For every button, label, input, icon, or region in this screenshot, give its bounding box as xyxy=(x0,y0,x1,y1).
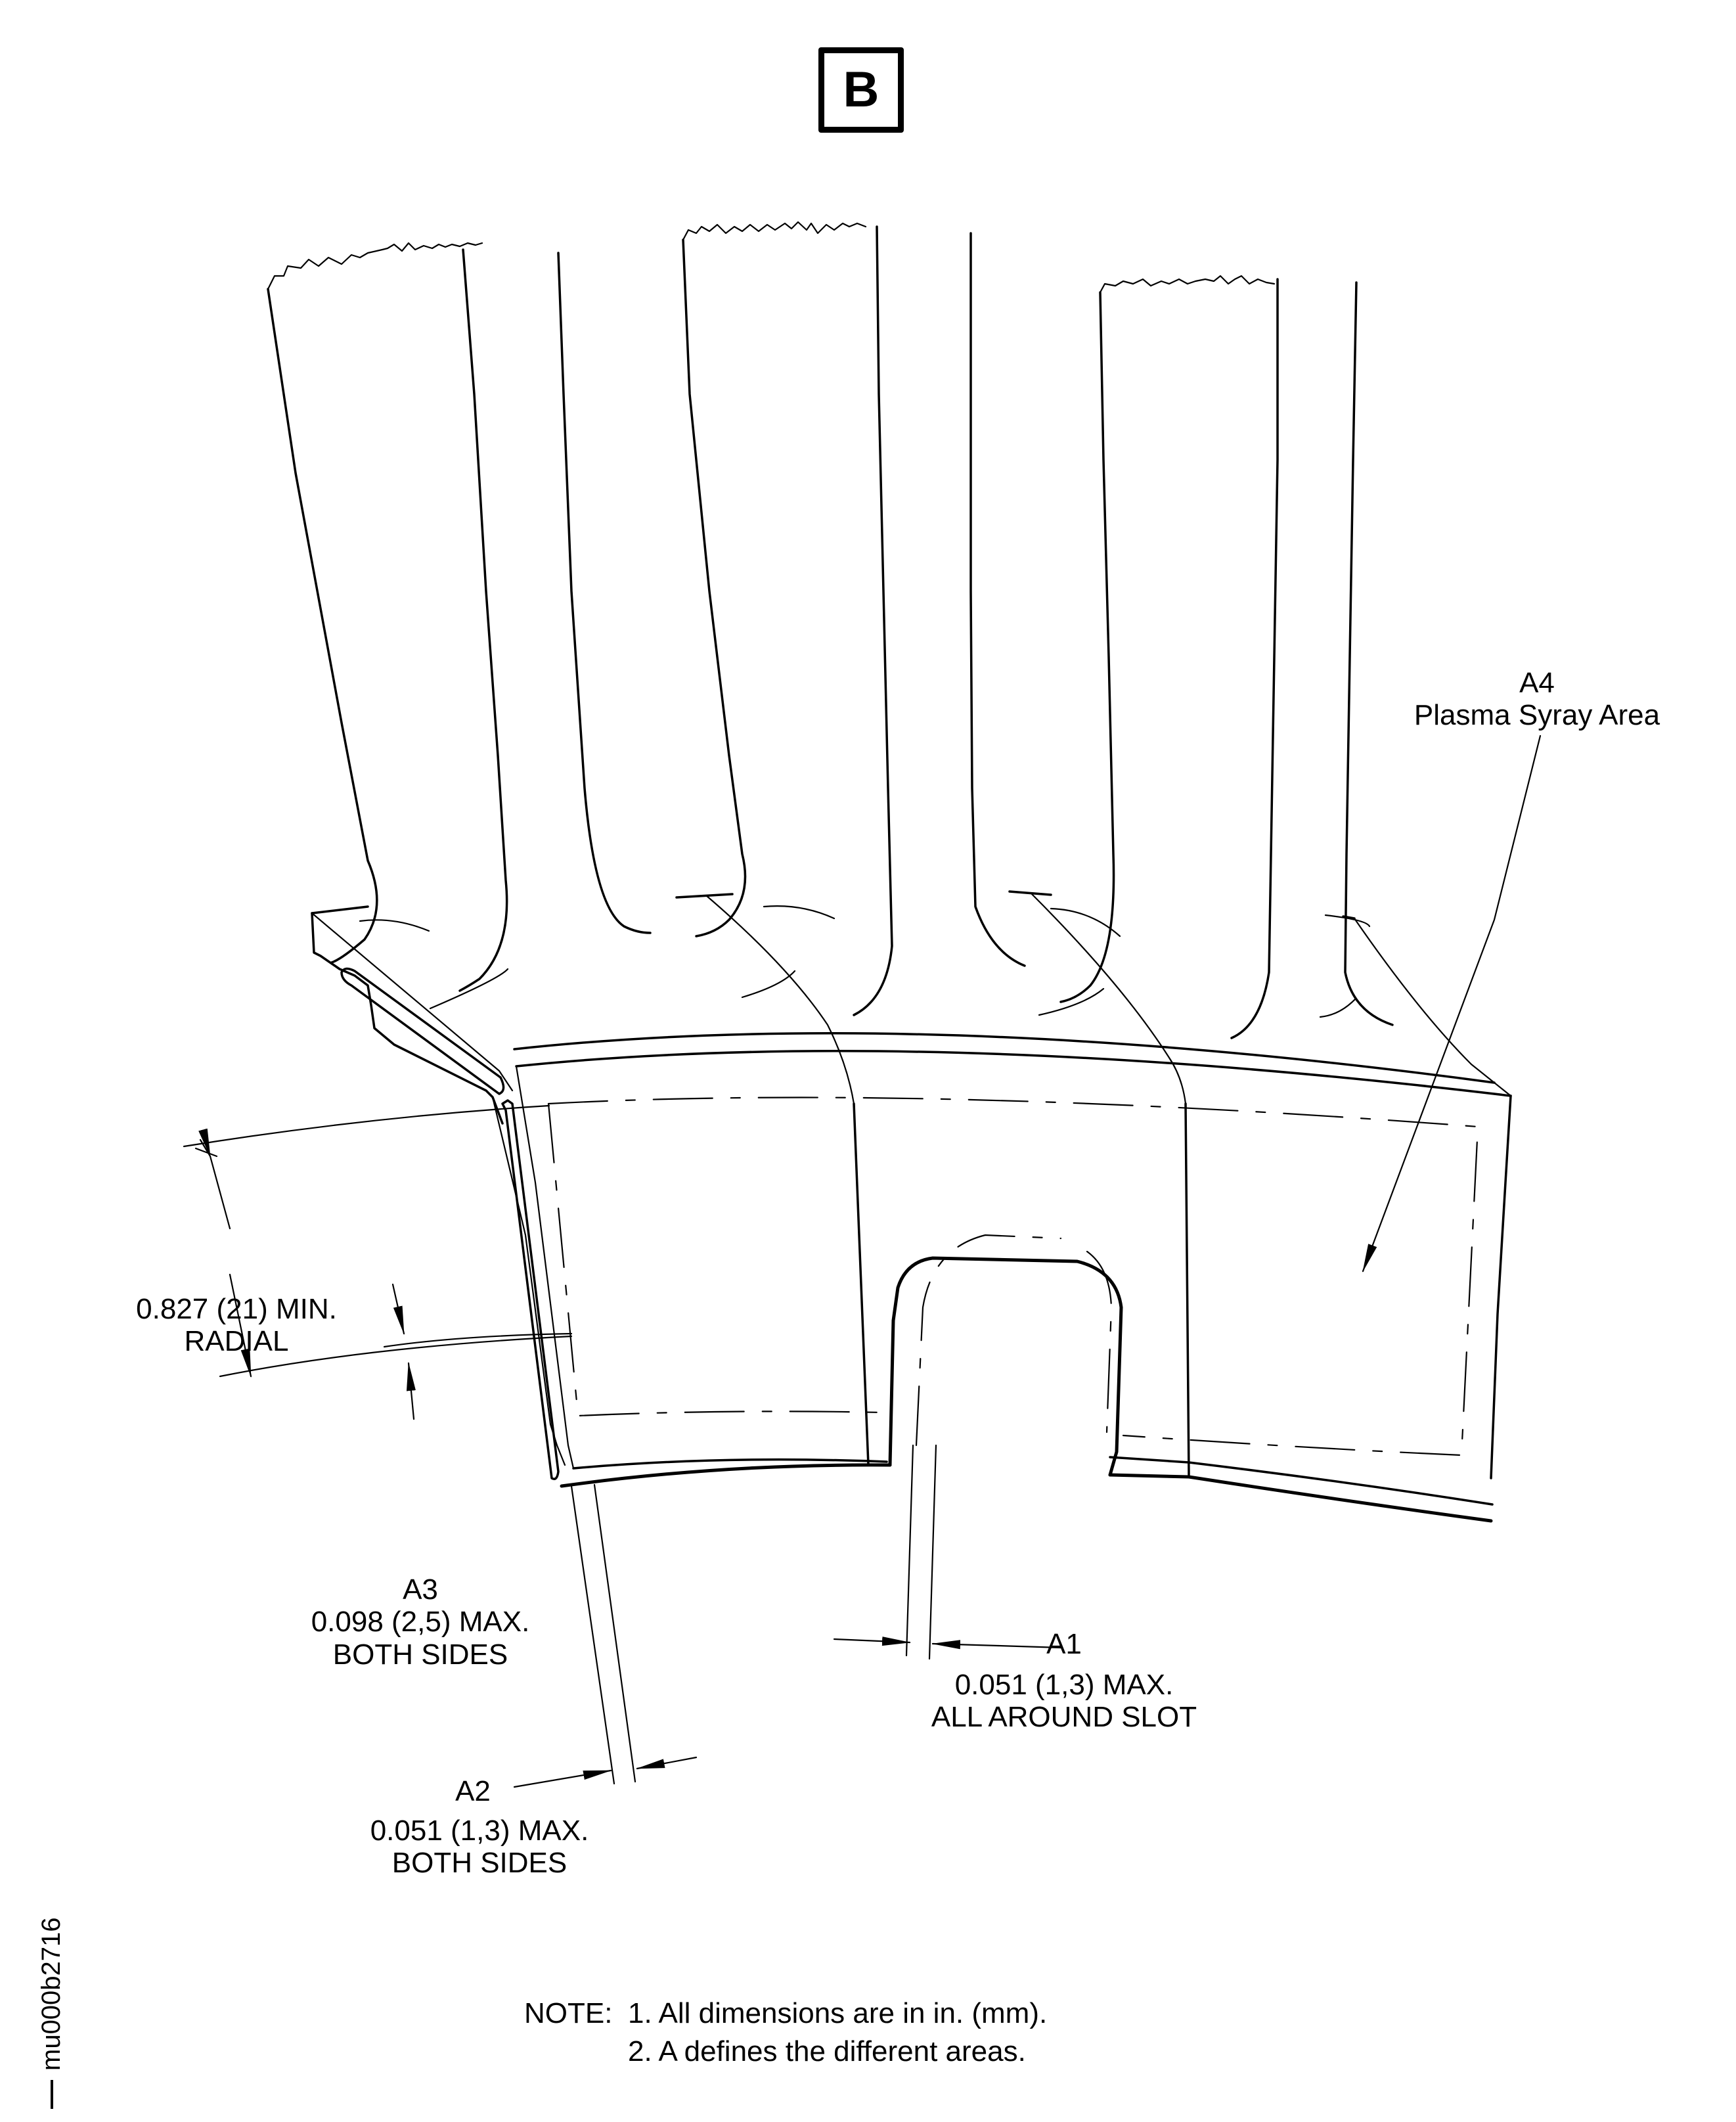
blade-middle xyxy=(682,221,1026,1016)
segment-body xyxy=(491,734,1542,1523)
callout-a3-line2: BOTH SIDES xyxy=(332,1638,508,1671)
callout-radial-line1: 0.827 (21) MIN. xyxy=(136,1293,337,1325)
callout-a3-id: A3 xyxy=(403,1573,438,1606)
notes-prefix: NOTE: xyxy=(524,1997,613,2029)
dimension-a1 xyxy=(833,1444,1062,1660)
callout-radial: 0.827 (21) MIN. RADIAL xyxy=(105,1293,368,1358)
callout-a4: A4 Plasma Syray Area xyxy=(1386,667,1688,732)
callout-radial-line2: RADIAL xyxy=(184,1325,289,1358)
callout-a2-line1: 0.051 (1,3) MAX. xyxy=(370,1815,589,1847)
document-id-text: mu000b2716 xyxy=(37,1917,66,2071)
note-item-2: 2. A defines the different areas. xyxy=(628,2035,1026,2067)
callout-a1-id: A1 xyxy=(1046,1628,1082,1660)
dimension-a2 xyxy=(513,1483,698,1788)
platform-top xyxy=(311,890,1512,1125)
notes-block: NOTE: 1. All dimensions are in in. (mm).… xyxy=(524,1995,1047,2071)
dimension-a3 xyxy=(383,1283,573,1420)
callout-a1: 0.051 (1,3) MAX. ALL AROUND SLOT xyxy=(900,1669,1228,1734)
callout-a4-text: Plasma Syray Area xyxy=(1413,699,1660,732)
callout-a4-id: A4 xyxy=(1519,667,1555,699)
callout-a3-line1: 0.098 (2,5) MAX. xyxy=(311,1606,530,1638)
dimension-radial xyxy=(183,1104,573,1378)
callout-a3: A3 0.098 (2,5) MAX. BOTH SIDES xyxy=(282,1573,558,1671)
callout-a1-line1: 0.051 (1,3) MAX. xyxy=(954,1669,1174,1701)
callout-a1-line2: ALL AROUND SLOT xyxy=(931,1701,1197,1734)
document-id: mu000b2716 xyxy=(37,1917,66,2109)
view-label: B xyxy=(843,62,879,118)
callout-a2: 0.051 (1,3) MAX. BOTH SIDES xyxy=(342,1815,617,1880)
callout-a2-line2: BOTH SIDES xyxy=(391,1847,568,1880)
note-item-1: 1. All dimensions are in in. (mm). xyxy=(628,1997,1048,2029)
callout-a2-id: A2 xyxy=(455,1775,491,1807)
view-label-box: B xyxy=(818,47,904,133)
blade-right xyxy=(1059,275,1394,1039)
document-id-bar xyxy=(50,2080,53,2109)
blade-left xyxy=(267,242,652,992)
